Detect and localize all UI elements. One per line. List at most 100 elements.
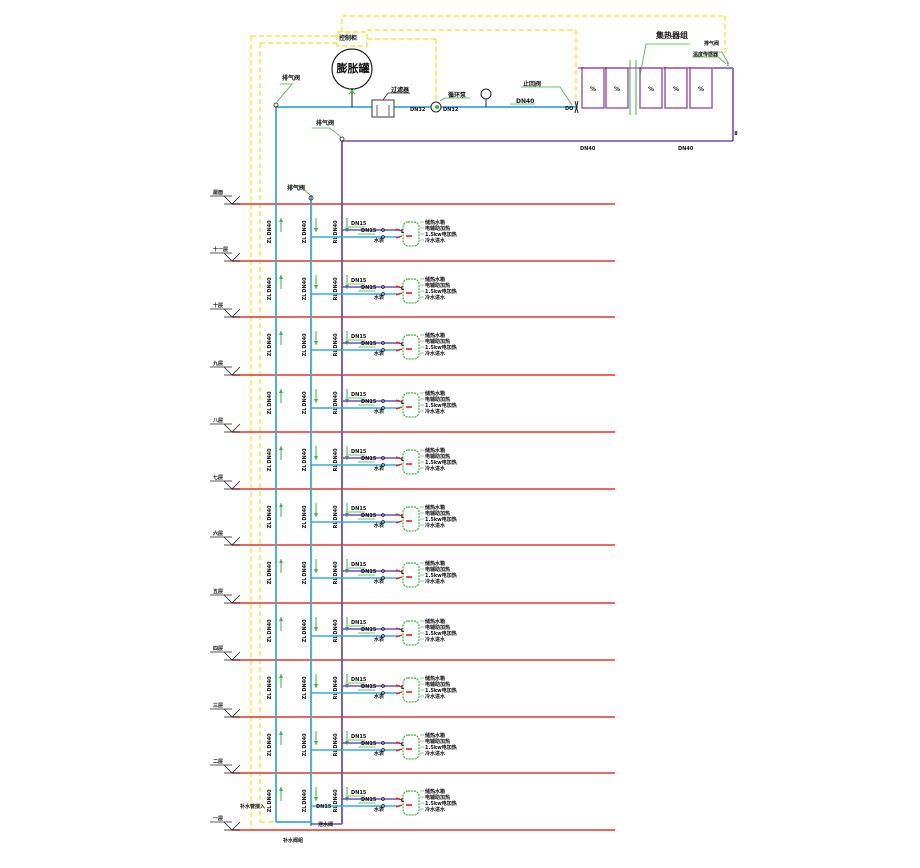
hot-pipe-label: DN15 xyxy=(351,620,367,626)
heater-tag: L xyxy=(401,342,405,348)
arrow-head-icon xyxy=(279,275,283,279)
level-triangle-icon xyxy=(223,536,241,546)
floor-level: 二层 xyxy=(210,758,615,774)
valve-icon xyxy=(381,456,385,460)
floor-level: 八层 xyxy=(210,417,615,433)
heater-label: 冷水进水 xyxy=(425,350,446,357)
arrow-head-icon xyxy=(314,228,318,232)
arrow-head-icon xyxy=(314,569,318,573)
riser-3-size-label: DN40 xyxy=(333,448,339,464)
riser-3-size-label: DN40 xyxy=(333,391,339,407)
level-triangle-icon xyxy=(223,480,241,490)
hot-pipe-label: DN15 xyxy=(351,506,367,512)
collector-glyph: % xyxy=(673,86,679,93)
heater-label: 电辅助加热 xyxy=(425,338,450,345)
riser-1-tag: ZL xyxy=(267,521,273,529)
valve-icon xyxy=(381,406,385,410)
bottom-center-label: 补水阀组 xyxy=(282,837,303,844)
level-triangle-icon xyxy=(223,594,241,604)
heater-label: 电辅助加热 xyxy=(425,794,450,801)
floor-level: 四层 xyxy=(210,645,615,661)
cold-pipe-label: DN15 xyxy=(361,627,377,633)
riser-1-size-label: DN40 xyxy=(267,561,273,577)
collector-glyph: % xyxy=(590,86,596,93)
floor-label: 五层 xyxy=(213,588,223,595)
valve-icon xyxy=(381,399,385,403)
hot-pipe-label: DN15 xyxy=(351,790,367,796)
control-wiring xyxy=(250,15,726,831)
riser-3-tag: RL xyxy=(333,521,339,529)
meter-label: 水表 xyxy=(373,806,385,813)
heater-tag: L xyxy=(401,628,405,634)
riser-2-size-label: DN40 xyxy=(302,277,308,293)
riser-1-size-label: DN40 xyxy=(267,676,273,692)
level-triangle-icon xyxy=(223,764,241,774)
red-valve-mark xyxy=(395,576,403,580)
arrow-head-icon xyxy=(279,389,283,393)
heater-label: 储热水箱 xyxy=(425,390,445,397)
red-valve-mark xyxy=(395,691,403,695)
riser-2-size-label: DN40 xyxy=(302,505,308,521)
arrow-head-icon xyxy=(314,456,318,460)
riser-2-tag: ZL xyxy=(302,293,308,301)
heater-tag: L xyxy=(401,570,405,576)
riser-1-size-label: DN40 xyxy=(267,619,273,635)
riser-1-tag: ZL xyxy=(267,635,273,643)
heater-label: 冷水进水 xyxy=(425,750,446,757)
control-box-label: 控制柜 xyxy=(339,34,357,42)
pump-label: 循环泵 xyxy=(448,91,467,99)
cold-pipe-label: DN15 xyxy=(361,741,377,747)
exhaust-valve-label: 排气阀 xyxy=(282,74,300,82)
riser-3-size-label: DN40 xyxy=(333,561,339,577)
red-valve-mark xyxy=(395,406,403,410)
riser-3-size-label: DN40 xyxy=(333,733,339,749)
riser-3-size-label: DN40 xyxy=(333,333,339,349)
red-valve-mark xyxy=(395,348,403,352)
water-heater-icon xyxy=(402,334,420,360)
heater-label: 1.5kw电加热 xyxy=(425,459,457,466)
hot-pipe-label: DN15 xyxy=(351,677,367,683)
riser-3-size-label: DN40 xyxy=(333,277,339,293)
heater-label: 储热水箱 xyxy=(425,732,445,739)
red-valve-mark xyxy=(395,804,403,808)
valve-icon xyxy=(381,741,385,745)
hot-pipe-label: DN15 xyxy=(351,334,367,340)
heater-label: 储热水箱 xyxy=(425,618,445,625)
riser-2-size-label: DN40 xyxy=(302,733,308,749)
floor-branches: DN15DN15水表L储热水箱电辅助加热1.5kw电加热冷水进水DN15DN15… xyxy=(311,219,457,816)
valve-icon xyxy=(381,285,385,289)
riser-2-tag: ZL xyxy=(302,749,308,757)
valve-icon xyxy=(381,691,385,695)
riser-2-tag: ZL xyxy=(302,236,308,244)
valve-icon xyxy=(381,627,385,631)
heater-tag: L xyxy=(401,798,405,804)
riser-3-size-label: DN40 xyxy=(333,676,339,692)
arrow-head-icon xyxy=(314,513,318,517)
valve-icon xyxy=(381,513,385,517)
return-label-2: DN40 xyxy=(678,146,694,152)
check-valve-icon xyxy=(574,100,579,114)
hot-pipe-label: DN15 xyxy=(351,734,367,740)
riser-1-tag: ZL xyxy=(267,293,273,301)
heater-label: 1.5kw电加热 xyxy=(425,402,457,409)
floor-label: 九层 xyxy=(212,360,223,367)
heater-label: 冷水进水 xyxy=(425,237,446,244)
riser-2-size-label: DN40 xyxy=(302,448,308,464)
heater-label: 电辅助加热 xyxy=(425,738,450,745)
meter-label: 水表 xyxy=(373,750,385,757)
arrow-head-icon xyxy=(314,684,318,688)
riser-1-size-label: DN40 xyxy=(267,333,273,349)
riser-3-size-label: DN40 xyxy=(333,789,339,805)
riser-2-tag: ZL xyxy=(302,635,308,643)
meter-label: 水表 xyxy=(373,636,385,643)
floor-label: 十一层 xyxy=(213,246,228,253)
pump-left-tag: DN32 xyxy=(410,107,426,113)
riser-3-tag: RL xyxy=(333,293,339,301)
heater-label: 储热水箱 xyxy=(425,219,445,226)
heater-label: 电辅助加热 xyxy=(425,681,450,688)
